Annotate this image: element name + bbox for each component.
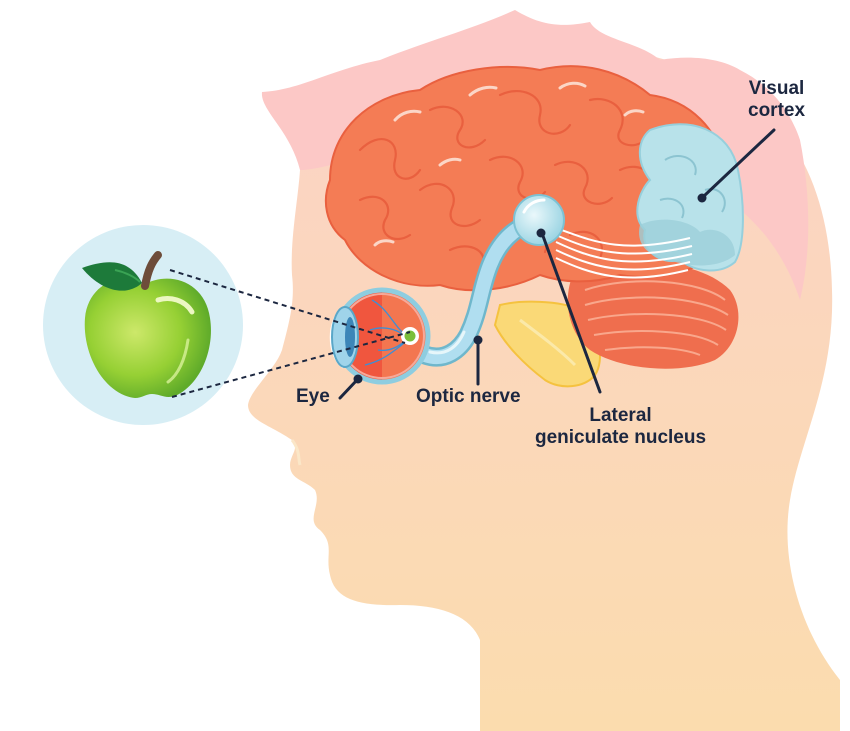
lateral-geniculate-nucleus [513,194,565,246]
eye-leader-dot [353,374,363,384]
lateral-geniculate-nucleus-label: Lateral geniculate nucleus [535,405,706,449]
visual-cortex-leader-line [702,128,776,198]
leader-lines [338,128,776,400]
eye [329,287,431,385]
optic-nerve-label-text: Optic nerve [416,386,521,407]
lgn-leader-dot [536,228,546,238]
visual-cortex-label-line2: cortex [748,100,806,121]
eye-label: Eye [296,386,330,408]
eye-leader-line [338,378,359,400]
lgn-label-line1: Lateral [589,405,652,426]
optic-nerve-leader-dot [473,335,483,345]
visual-cortex [636,123,744,272]
leader-dots [353,193,707,384]
eye-label-text: Eye [296,386,330,407]
lgn-label-line2: geniculate nucleus [535,427,707,448]
apple-illustration [43,225,243,425]
visual-cortex-label-line1: Visual [748,78,805,99]
cerebellum [567,261,739,369]
hair [261,10,809,300]
lgn-leader-line [541,234,602,394]
optic-nerve-label: Optic nerve [416,386,521,408]
optic-radiations [555,227,693,279]
visual-cortex-label: Visual cortex [748,78,805,122]
visual-cortex-leader-dot [697,193,707,203]
optic-nerve [415,215,535,367]
